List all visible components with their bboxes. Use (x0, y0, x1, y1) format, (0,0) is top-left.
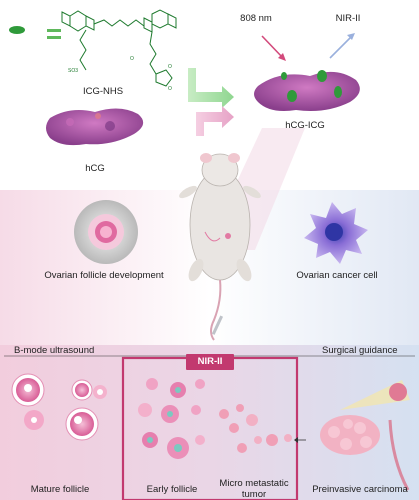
nir-ii-badge: NIR-II (186, 354, 234, 370)
mature-follicles (11, 373, 107, 441)
hcg-protein (46, 108, 144, 146)
hcg-icg-label: hCG-ICG (285, 120, 325, 131)
micro-metastatic-tumor (219, 404, 292, 453)
excitation-label: 808 nm (240, 13, 272, 24)
surgical-guidance-header: Surgical guidance (322, 345, 398, 356)
conjugation-arrows (188, 68, 234, 136)
hcg-label: hCG (85, 163, 105, 174)
icg-nhs-label: ICG-NHS (82, 86, 124, 97)
ovarian-cancer-cell-illustration (304, 202, 368, 264)
mature-follicle-label: Mature follicle (30, 484, 90, 495)
hcg-icg-conjugate (254, 70, 360, 111)
excitation-arrowhead (278, 53, 286, 61)
cancer-cell-label: Ovarian cancer cell (296, 270, 378, 281)
carcinoma-label: Preinvasive carcinoma (312, 484, 408, 495)
svg-text:O: O (168, 64, 172, 70)
svg-text:O: O (130, 56, 134, 62)
mouse-illustration (179, 153, 261, 341)
micro-metastatic-label: Micro metastatic (219, 478, 289, 489)
svg-text:O: O (168, 86, 172, 92)
emission-arrow (329, 35, 353, 59)
emission-label: NIR-II (335, 13, 361, 24)
icg-green-swatch (8, 22, 26, 40)
svg-text:SO3: SO3 (68, 68, 78, 74)
emission-arrowhead (347, 33, 355, 40)
early-follicle-label: Early follicle (146, 484, 198, 495)
ultrasound-header: B-mode ultrasound (14, 345, 95, 356)
preinvasive-carcinoma (294, 380, 410, 491)
tumor-label: tumor (241, 489, 267, 500)
excitation-arrow (261, 35, 284, 59)
follicle-development-label: Ovarian follicle development (44, 270, 164, 281)
ovarian-follicle-illustration (74, 200, 138, 264)
icg-nhs-structure (61, 9, 177, 87)
early-follicles (138, 378, 205, 459)
equals-sign (47, 29, 61, 39)
